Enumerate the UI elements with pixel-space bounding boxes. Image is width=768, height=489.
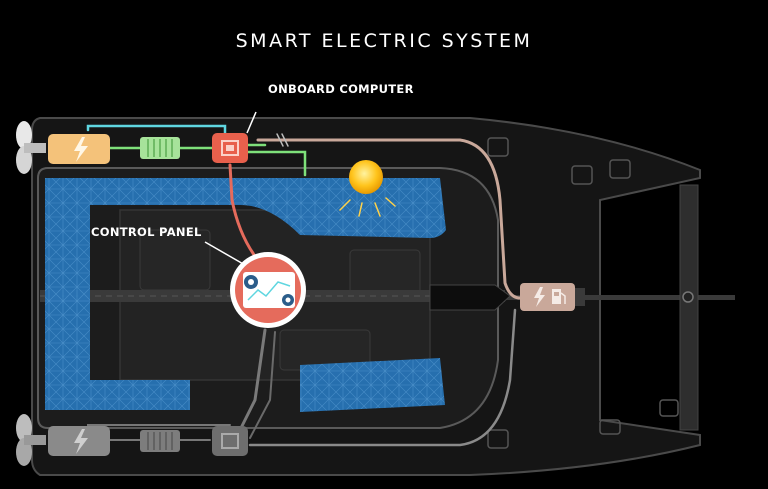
- control-panel-label: CONTROL PANEL: [91, 225, 202, 239]
- catamaran-hull: [31, 117, 735, 476]
- onboard-computer-chip: [212, 133, 248, 163]
- sun-icon: [339, 160, 396, 217]
- gear-icon: [244, 275, 294, 306]
- starboard-drive-inactive: [16, 414, 248, 466]
- generator: [520, 283, 585, 311]
- lightning-icon: [74, 137, 88, 162]
- fuel-pump-icon: [552, 289, 566, 304]
- onboard-computer-label: ONBOARD COMPUTER: [268, 82, 414, 96]
- propeller-icon: [16, 121, 46, 174]
- chip-icon: [226, 145, 234, 151]
- page-title: SMART ELECTRIC SYSTEM: [235, 30, 533, 52]
- battery-icon: [140, 137, 180, 159]
- solar-panels: [45, 178, 446, 412]
- lightning-icon-generator: [534, 287, 545, 307]
- port-drive-active: [16, 111, 257, 174]
- control-panel-device: [204, 241, 306, 328]
